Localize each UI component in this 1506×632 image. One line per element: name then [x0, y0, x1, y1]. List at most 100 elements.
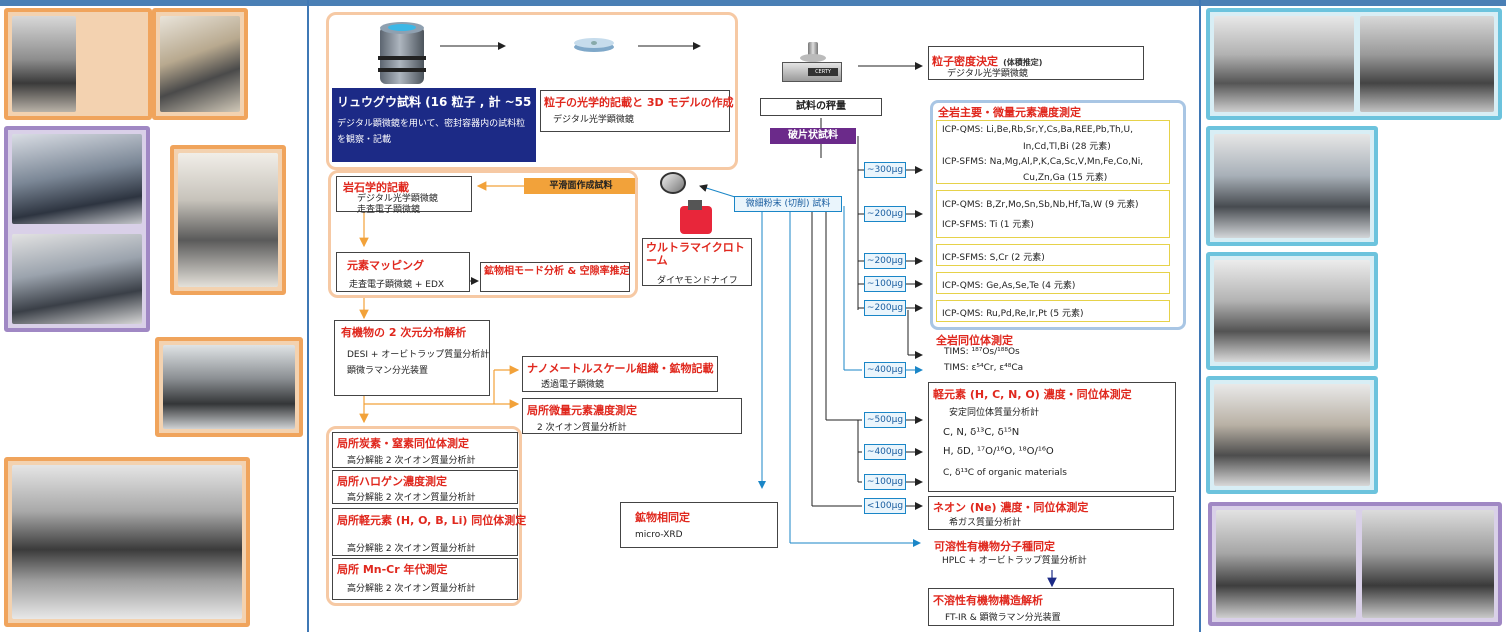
light-element-sub: 安定同位体質量分析計 — [949, 408, 1040, 418]
sample-desc-line2: を観察・記載 — [337, 135, 392, 145]
icp-box5-line: ICP-QMS: Ru,Pd,Re,Ir,Pt (5 元素) — [942, 309, 1084, 319]
lab-photo-stable-isotope — [1206, 252, 1378, 370]
petrology-frame — [328, 170, 638, 298]
optical-sub: デジタル光学顕微鏡 — [553, 115, 634, 125]
balance-icon: CERTY — [782, 42, 842, 82]
modal-analysis-box: 鉱物相モード分析 & 空隙率推定 — [480, 262, 630, 292]
lab-photo-electron-microscope — [170, 145, 286, 295]
light-element-ho: H, δD, ¹⁷O/¹⁶O, ¹⁸O/¹⁶O — [943, 446, 1054, 457]
lab-photo-microscope — [4, 8, 152, 120]
density-box: 粒子密度決定 (体積推定) デジタル光学顕微鏡 — [928, 46, 1144, 80]
diamond-knife-icon — [680, 200, 716, 236]
amount-tag-7: ~500μg — [864, 412, 906, 428]
lab-photo-sims — [4, 457, 250, 627]
amount-tag-4: ~100μg — [864, 276, 906, 292]
icp-box-2: ICP-QMS: B,Zr,Mo,Sn,Sb,Nb,Hf,Ta,W (9 元素)… — [936, 190, 1170, 238]
light-element-title: 軽元素 (H, C, N, O) 濃度・同位体測定 — [933, 388, 1132, 401]
local-light-sub: 高分解能 2 次イオン質量分析計 — [347, 544, 476, 554]
polished-sample-box: 平滑面作成試料 — [524, 178, 638, 194]
optical-title: 粒子の光学的記載と 3D モデルの作成 — [544, 96, 734, 109]
lab-photo-icp-ms — [1206, 8, 1502, 120]
isotope-cr-ca: TIMS: ε⁵⁴Cr, ε⁴⁸Ca — [944, 363, 1024, 373]
local-light-title: 局所軽元素 (H, O, B, Li) 同位体測定 — [337, 514, 527, 527]
insoluble-sub: FT-IR & 顕微ラマン分光装置 — [945, 613, 1061, 623]
amount-tag-3: ~200μg — [864, 253, 906, 269]
nano-box: ナノメートルスケール組織・鉱物記載 透過電子顕微鏡 — [522, 356, 718, 392]
local-light-box: 局所軽元素 (H, O, B, Li) 同位体測定 高分解能 2 次イオン質量分… — [332, 508, 526, 556]
icp-sfms-line1: ICP-SFMS: Na,Mg,Al,P,K,Ca,Sc,V,Mn,Fe,Co,… — [942, 157, 1144, 167]
amount-tag-10: <100μg — [864, 498, 906, 514]
local-trace-box: 局所微量元素濃度測定 2 次イオン質量分析計 — [522, 398, 742, 434]
optical-box: 粒子の光学的記載と 3D モデルの作成 デジタル光学顕微鏡 — [540, 90, 734, 132]
whole-rock-title: 全岩主要・微量元素濃度測定 — [938, 106, 1081, 119]
left-divider — [307, 0, 309, 632]
icp-box4-line: ICP-QMS: Ge,As,Se,Te (4 元素) — [942, 281, 1076, 291]
neon-title: ネオン (Ne) 濃度・同位体測定 — [933, 501, 1089, 514]
neon-box: ネオン (Ne) 濃度・同位体測定 希ガス質量分析計 — [928, 496, 1174, 530]
sample-desc-line1: デジタル顕微鏡を用いて、密封容器内の試料粒 — [337, 119, 526, 129]
local-mncr-title: 局所 Mn-Cr 年代測定 — [337, 563, 448, 576]
ultramicrotome-box: ウルトラマイクロトーム ダイヤモンドナイフ — [642, 238, 752, 286]
density-sub: デジタル光学顕微鏡 — [947, 69, 1028, 79]
local-halogen-sub: 高分解能 2 次イオン質量分析計 — [347, 493, 476, 503]
isotope-os: TIMS: ¹⁸⁷Os/¹⁸⁸Os — [944, 347, 1020, 357]
icp-box2-line1: ICP-QMS: B,Zr,Mo,Sn,Sb,Nb,Hf,Ta,W (9 元素) — [942, 200, 1139, 210]
local-mncr-box: 局所 Mn-Cr 年代測定 高分解能 2 次イオン質量分析計 — [332, 558, 518, 600]
petrology-title: 岩石学的記載 — [343, 181, 409, 194]
organic-2d-title: 有機物の 2 次元分布解析 — [341, 326, 467, 339]
ultramicrotome-title: ウルトラマイクロトーム — [646, 241, 745, 267]
mineral-id-box: 鉱物相同定 micro-XRD — [620, 502, 778, 548]
local-mncr-sub: 高分解能 2 次イオン質量分析計 — [347, 584, 476, 594]
organic-2d-sub1: DESI + オービトラップ質量分析計 — [347, 350, 490, 360]
organic-2d-box: 有機物の 2 次元分布解析 DESI + オービトラップ質量分析計 顕微ラマン分… — [334, 320, 490, 396]
density-note: (体積推定) — [1003, 58, 1043, 67]
neon-sub: 希ガス質量分析計 — [949, 518, 1022, 528]
mineral-id-sub: micro-XRD — [635, 530, 683, 540]
icp-qms-line1: ICP-QMS: Li,Be,Rb,Sr,Y,Cs,Ba,REE,Pb,Th,U… — [942, 125, 1133, 135]
lab-photo-sem — [4, 126, 150, 332]
light-element-box: 軽元素 (H, C, N, O) 濃度・同位体測定 安定同位体質量分析計 C, … — [928, 382, 1176, 492]
sample-title: リュウグウ試料 (16 粒子 , 計 ~55 mg) — [337, 95, 563, 109]
whole-rock-frame — [930, 100, 1186, 330]
lab-photo-tem — [155, 337, 303, 437]
mineral-id-title: 鉱物相同定 — [635, 511, 690, 524]
local-trace-sub: 2 次イオン質量分析計 — [537, 423, 627, 433]
icp-qms-line2: In,Cd,Tl,Bi (28 元素) — [1023, 142, 1111, 152]
amount-tag-8: ~400μg — [864, 444, 906, 460]
local-halogen-title: 局所ハロゲン濃度測定 — [337, 475, 447, 488]
isotope-title: 全岩同位体測定 — [936, 334, 1013, 347]
lab-photo-tims — [1206, 126, 1378, 246]
mapping-box: 元素マッピング 走査電子顕微鏡 + EDX — [336, 252, 470, 292]
local-cn-title: 局所炭素・窒素同位体測定 — [337, 437, 469, 450]
petrology-box: 岩石学的記載 デジタル光学顕微鏡 走査電子顕微鏡 — [336, 176, 472, 215]
lab-photo-noble-gas — [1206, 376, 1378, 494]
amount-tag-1: ~300μg — [864, 162, 906, 178]
icp-box-4: ICP-QMS: Ge,As,Se,Te (4 元素) — [936, 272, 1170, 294]
soluble-sub: HPLC + オービトラップ質量分析計 — [942, 556, 1087, 566]
fine-powder-box: 微細粉末 (切削) 試料 — [734, 196, 842, 212]
local-halogen-box: 局所ハロゲン濃度測定 高分解能 2 次イオン質量分析計 — [332, 470, 518, 504]
sample-disk-icon — [574, 38, 614, 54]
modal-analysis-title: 鉱物相モード分析 & 空隙率推定 — [484, 266, 630, 277]
local-cn-sub: 高分解能 2 次イオン質量分析計 — [347, 456, 476, 466]
icp-box-3: ICP-SFMS: S,Cr (2 元素) — [936, 244, 1170, 266]
petrology-sub2: 走査電子顕微鏡 — [357, 205, 421, 215]
amount-tag-2: ~200μg — [864, 206, 906, 222]
insoluble-box: 不溶性有機物構造解析 FT-IR & 顕微ラマン分光装置 — [928, 588, 1174, 626]
organic-2d-sub2: 顕微ラマン分光装置 — [347, 366, 429, 376]
sample-box: リュウグウ試料 (16 粒子 , 計 ~55 mg) デジタル顕微鏡を用いて、密… — [332, 88, 562, 162]
sample-frame — [326, 12, 738, 170]
sample-container-icon — [378, 22, 426, 90]
icp-sfms-line2: Cu,Zn,Ga (15 元素) — [1023, 173, 1108, 183]
sims-frame — [326, 426, 522, 606]
weighing-box: 試料の秤量 — [760, 98, 882, 116]
icp-box-1: ICP-QMS: Li,Be,Rb,Sr,Y,Cs,Ba,REE,Pb,Th,U… — [936, 120, 1170, 184]
soluble-title: 可溶性有機物分子種同定 — [934, 540, 1055, 553]
mapping-title: 元素マッピング — [347, 259, 424, 272]
nano-sub: 透過電子顕微鏡 — [541, 380, 605, 390]
amount-tag-5: ~200μg — [864, 300, 906, 316]
right-divider — [1199, 0, 1201, 632]
isotope-box: 全岩同位体測定 TIMS: ¹⁸⁷Os/¹⁸⁸Os TIMS: ε⁵⁴Cr, ε… — [932, 332, 1176, 378]
top-border — [0, 0, 1506, 6]
density-title: 粒子密度決定 — [932, 55, 998, 68]
